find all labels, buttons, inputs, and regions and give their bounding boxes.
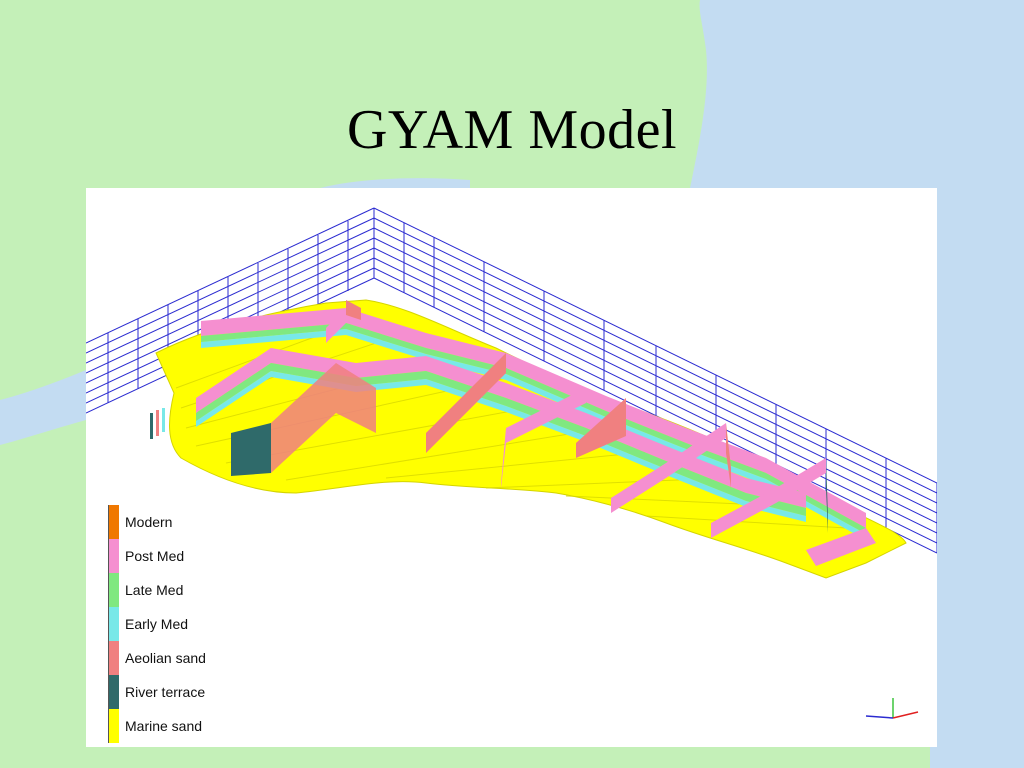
legend-label: Aeolian sand <box>125 650 206 666</box>
legend-swatch-late-med <box>108 573 119 607</box>
legend-swatch-aeolian-sand <box>108 641 119 675</box>
background-blue-region <box>690 0 1024 768</box>
legend-item: Early Med <box>108 607 288 641</box>
legend-label: Modern <box>125 514 173 530</box>
legend-item: Post Med <box>108 539 288 573</box>
legend-swatch-marine-sand <box>108 709 119 743</box>
legend-label: Marine sand <box>125 718 203 734</box>
legend-item: Late Med <box>108 573 288 607</box>
legend-swatch-river-terrace <box>108 675 119 709</box>
legend-label: Late Med <box>125 582 184 598</box>
model-figure: Modern Post Med Late Med Early Med Aeoli… <box>86 188 937 747</box>
legend: Modern Post Med Late Med Early Med Aeoli… <box>108 505 288 743</box>
axes-orientation-icon <box>865 698 919 719</box>
legend-swatch-modern <box>108 505 119 539</box>
legend-item: Marine sand <box>108 709 288 743</box>
legend-swatch-early-med <box>108 607 119 641</box>
background-blue-strip <box>320 178 470 188</box>
background-blue-region-left <box>0 370 86 445</box>
slide-title: GYAM Model <box>346 99 678 161</box>
legend-label: Post Med <box>125 548 185 564</box>
legend-label: Early Med <box>125 616 189 632</box>
legend-item: River terrace <box>108 675 288 709</box>
cross-sections <box>150 300 876 566</box>
model-3d-view <box>86 207 937 579</box>
legend-swatch-post-med <box>108 539 119 573</box>
legend-item: Modern <box>108 505 288 539</box>
legend-label: River terrace <box>125 684 206 700</box>
legend-item: Aeolian sand <box>108 641 288 675</box>
